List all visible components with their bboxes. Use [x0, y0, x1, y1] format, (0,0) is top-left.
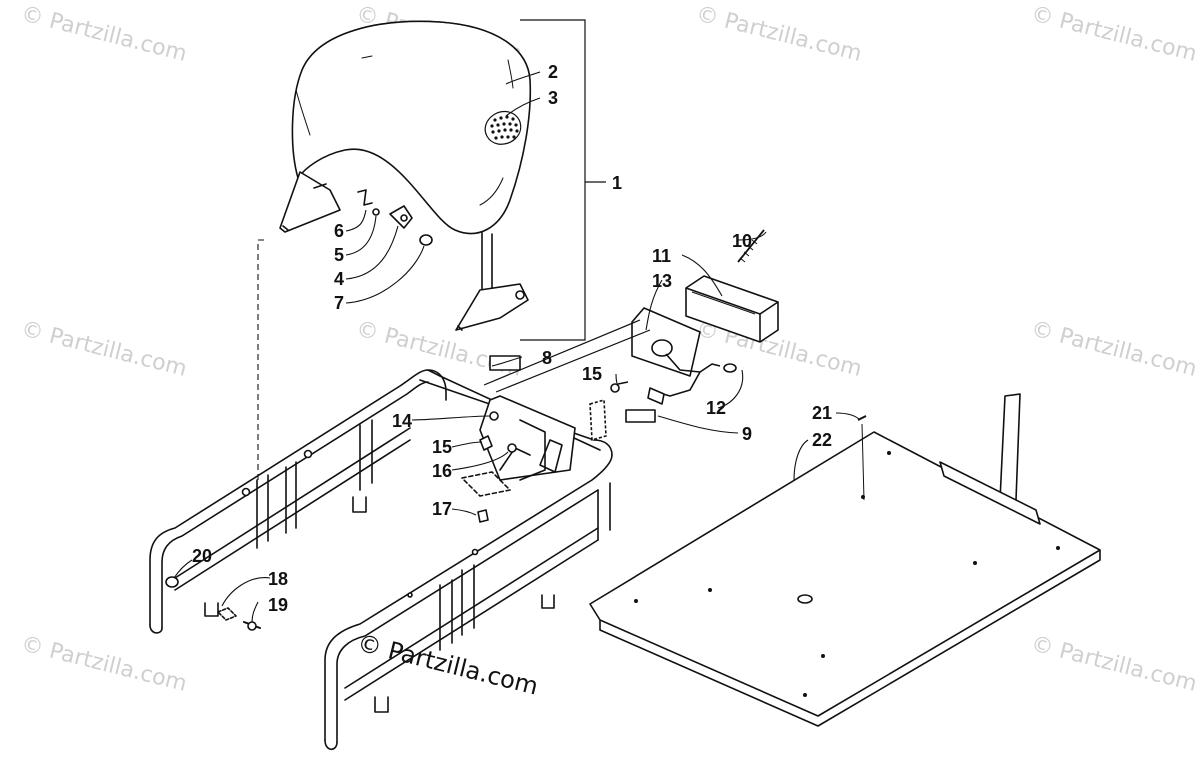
watermark: © Partzilla.com — [1029, 632, 1200, 697]
callout-labels: 2 3 1 6 5 4 7 10 11 13 8 15 12 9 14 15 1… — [192, 62, 832, 615]
callout-19: 19 — [268, 595, 288, 615]
callout-21: 21 — [812, 403, 832, 423]
callout-22: 22 — [812, 430, 832, 450]
callout-8: 8 — [542, 348, 552, 368]
callout-6: 6 — [334, 221, 344, 241]
callout-5: 5 — [334, 245, 344, 265]
backrest-assembly — [279, 20, 532, 331]
bracket-leader-1 — [520, 19, 606, 341]
watermark: © Partzilla.com — [19, 632, 190, 697]
watermark: © Partzilla.com — [19, 317, 190, 382]
rear-rack — [149, 369, 613, 751]
watermark: © Partzilla.com — [1029, 317, 1200, 382]
callout-9: 9 — [742, 424, 752, 444]
callout-20: 20 — [192, 546, 212, 566]
callout-1: 1 — [612, 173, 622, 193]
watermark: © Partzilla.com — [354, 317, 525, 382]
callout-3: 3 — [548, 88, 558, 108]
callout-12: 12 — [706, 398, 726, 418]
callout-4: 4 — [334, 269, 344, 289]
callout-10: 10 — [732, 231, 752, 251]
callout-2: 2 — [548, 62, 558, 82]
tail-light-assembly — [483, 229, 779, 441]
watermark: © Partzilla.com — [694, 2, 865, 67]
callout-7: 7 — [334, 293, 344, 313]
watermark: © Partzilla.com — [19, 2, 190, 67]
callout-18: 18 — [268, 569, 288, 589]
callout-13: 13 — [652, 271, 672, 291]
callout-11: 11 — [652, 246, 671, 266]
watermark: © Partzilla.com — [1029, 2, 1200, 67]
callout-15-upper: 15 — [582, 364, 602, 384]
callout-14: 14 — [392, 411, 412, 431]
callout-17: 17 — [432, 499, 452, 519]
leader-lines — [173, 71, 861, 623]
callout-15-lower: 15 — [432, 437, 452, 457]
floor-panel — [589, 393, 1101, 727]
callout-16: 16 — [432, 461, 452, 481]
